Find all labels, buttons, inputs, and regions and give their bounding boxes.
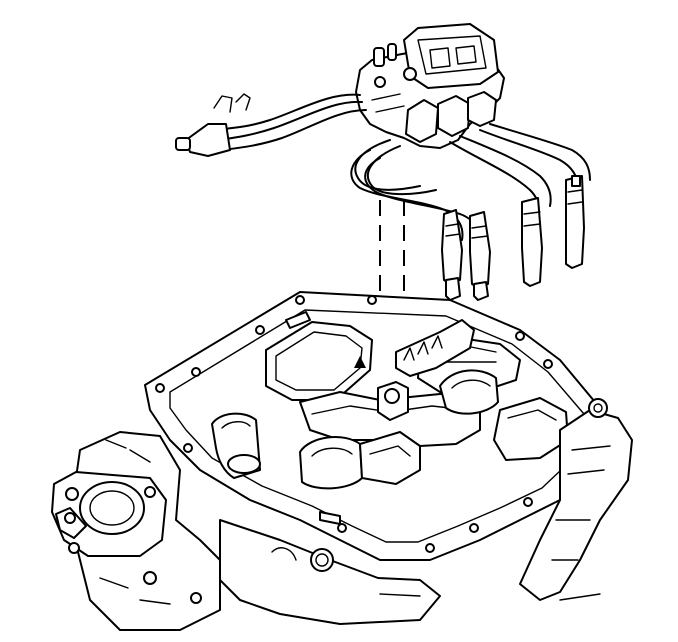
ignition-coil-assembly: [355, 23, 505, 149]
intake-manifold: [144, 291, 613, 561]
spark-plug-boots: [441, 175, 585, 301]
engine-block: [51, 398, 633, 631]
